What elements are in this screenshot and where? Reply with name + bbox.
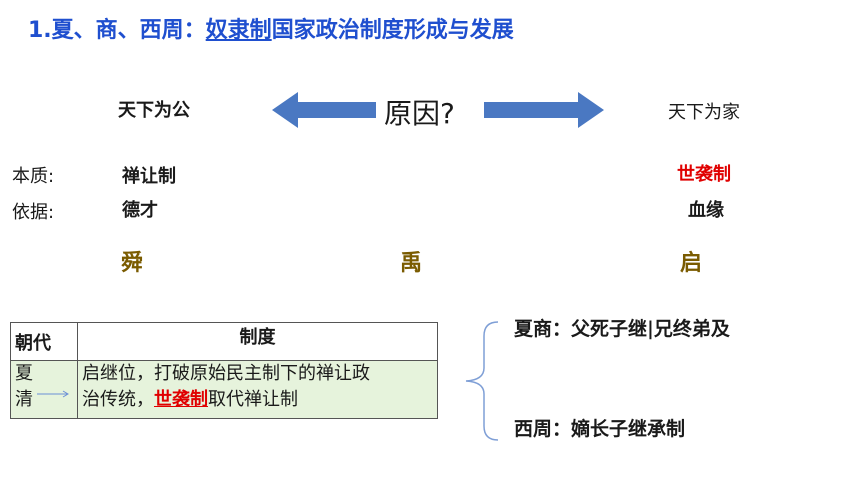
nature-label: 本质: bbox=[12, 166, 55, 187]
hereditary-system: 世袭制 bbox=[677, 164, 731, 185]
dynasty-line1: 夏 bbox=[15, 363, 33, 384]
annotation-xia-shang: 夏商：父死子继|兄终弟及 bbox=[514, 318, 730, 340]
hereditary-red-text: 世袭制 bbox=[154, 389, 208, 410]
person-qi: 启 bbox=[680, 251, 703, 276]
table-header-row: 朝代 制度 bbox=[10, 322, 438, 361]
tianxia-weigong-label: 天下为公 bbox=[118, 100, 190, 121]
header-dynasty: 朝代 bbox=[10, 322, 78, 361]
table-row: 夏 清 启继位，打破原始民主制下的禅让政 治传统，世袭制取代禅让制 bbox=[10, 360, 438, 419]
system-cell: 启继位，打破原始民主制下的禅让政 治传统，世袭制取代禅让制 bbox=[77, 360, 438, 419]
page-title: 1.夏、商、西周：奴隶制国家政治制度形成与发展 bbox=[28, 18, 514, 43]
double-arrow-icon bbox=[272, 92, 604, 128]
dynasty-table: 朝代 制度 夏 清 启继位，打破原始民主制下的禅让政 治传统，世袭制取代禅让制 bbox=[10, 322, 438, 419]
system-line1: 启继位，打破原始民主制下的禅让政 bbox=[82, 363, 370, 384]
tianxia-weijia-label: 天下为家 bbox=[668, 102, 740, 123]
basis-label: 依据: bbox=[12, 202, 55, 223]
person-yu: 禹 bbox=[400, 251, 423, 276]
person-shun: 舜 bbox=[121, 251, 144, 276]
shanrang-system: 禅让制 bbox=[122, 166, 176, 187]
brace-icon bbox=[465, 321, 499, 441]
dynasty-cell: 夏 清 bbox=[10, 360, 78, 419]
blood-relation: 血缘 bbox=[688, 200, 724, 221]
dynasty-line2: 清 bbox=[15, 389, 33, 410]
header-system: 制度 bbox=[77, 322, 438, 361]
annotation-western-zhou: 西周：嫡长子继承制 bbox=[514, 418, 686, 440]
system-line2: 治传统，世袭制取代禅让制 bbox=[82, 389, 298, 410]
small-arrow-icon bbox=[37, 390, 69, 398]
virtue-talent: 德才 bbox=[122, 200, 158, 221]
reason-question: 原因? bbox=[384, 97, 455, 130]
